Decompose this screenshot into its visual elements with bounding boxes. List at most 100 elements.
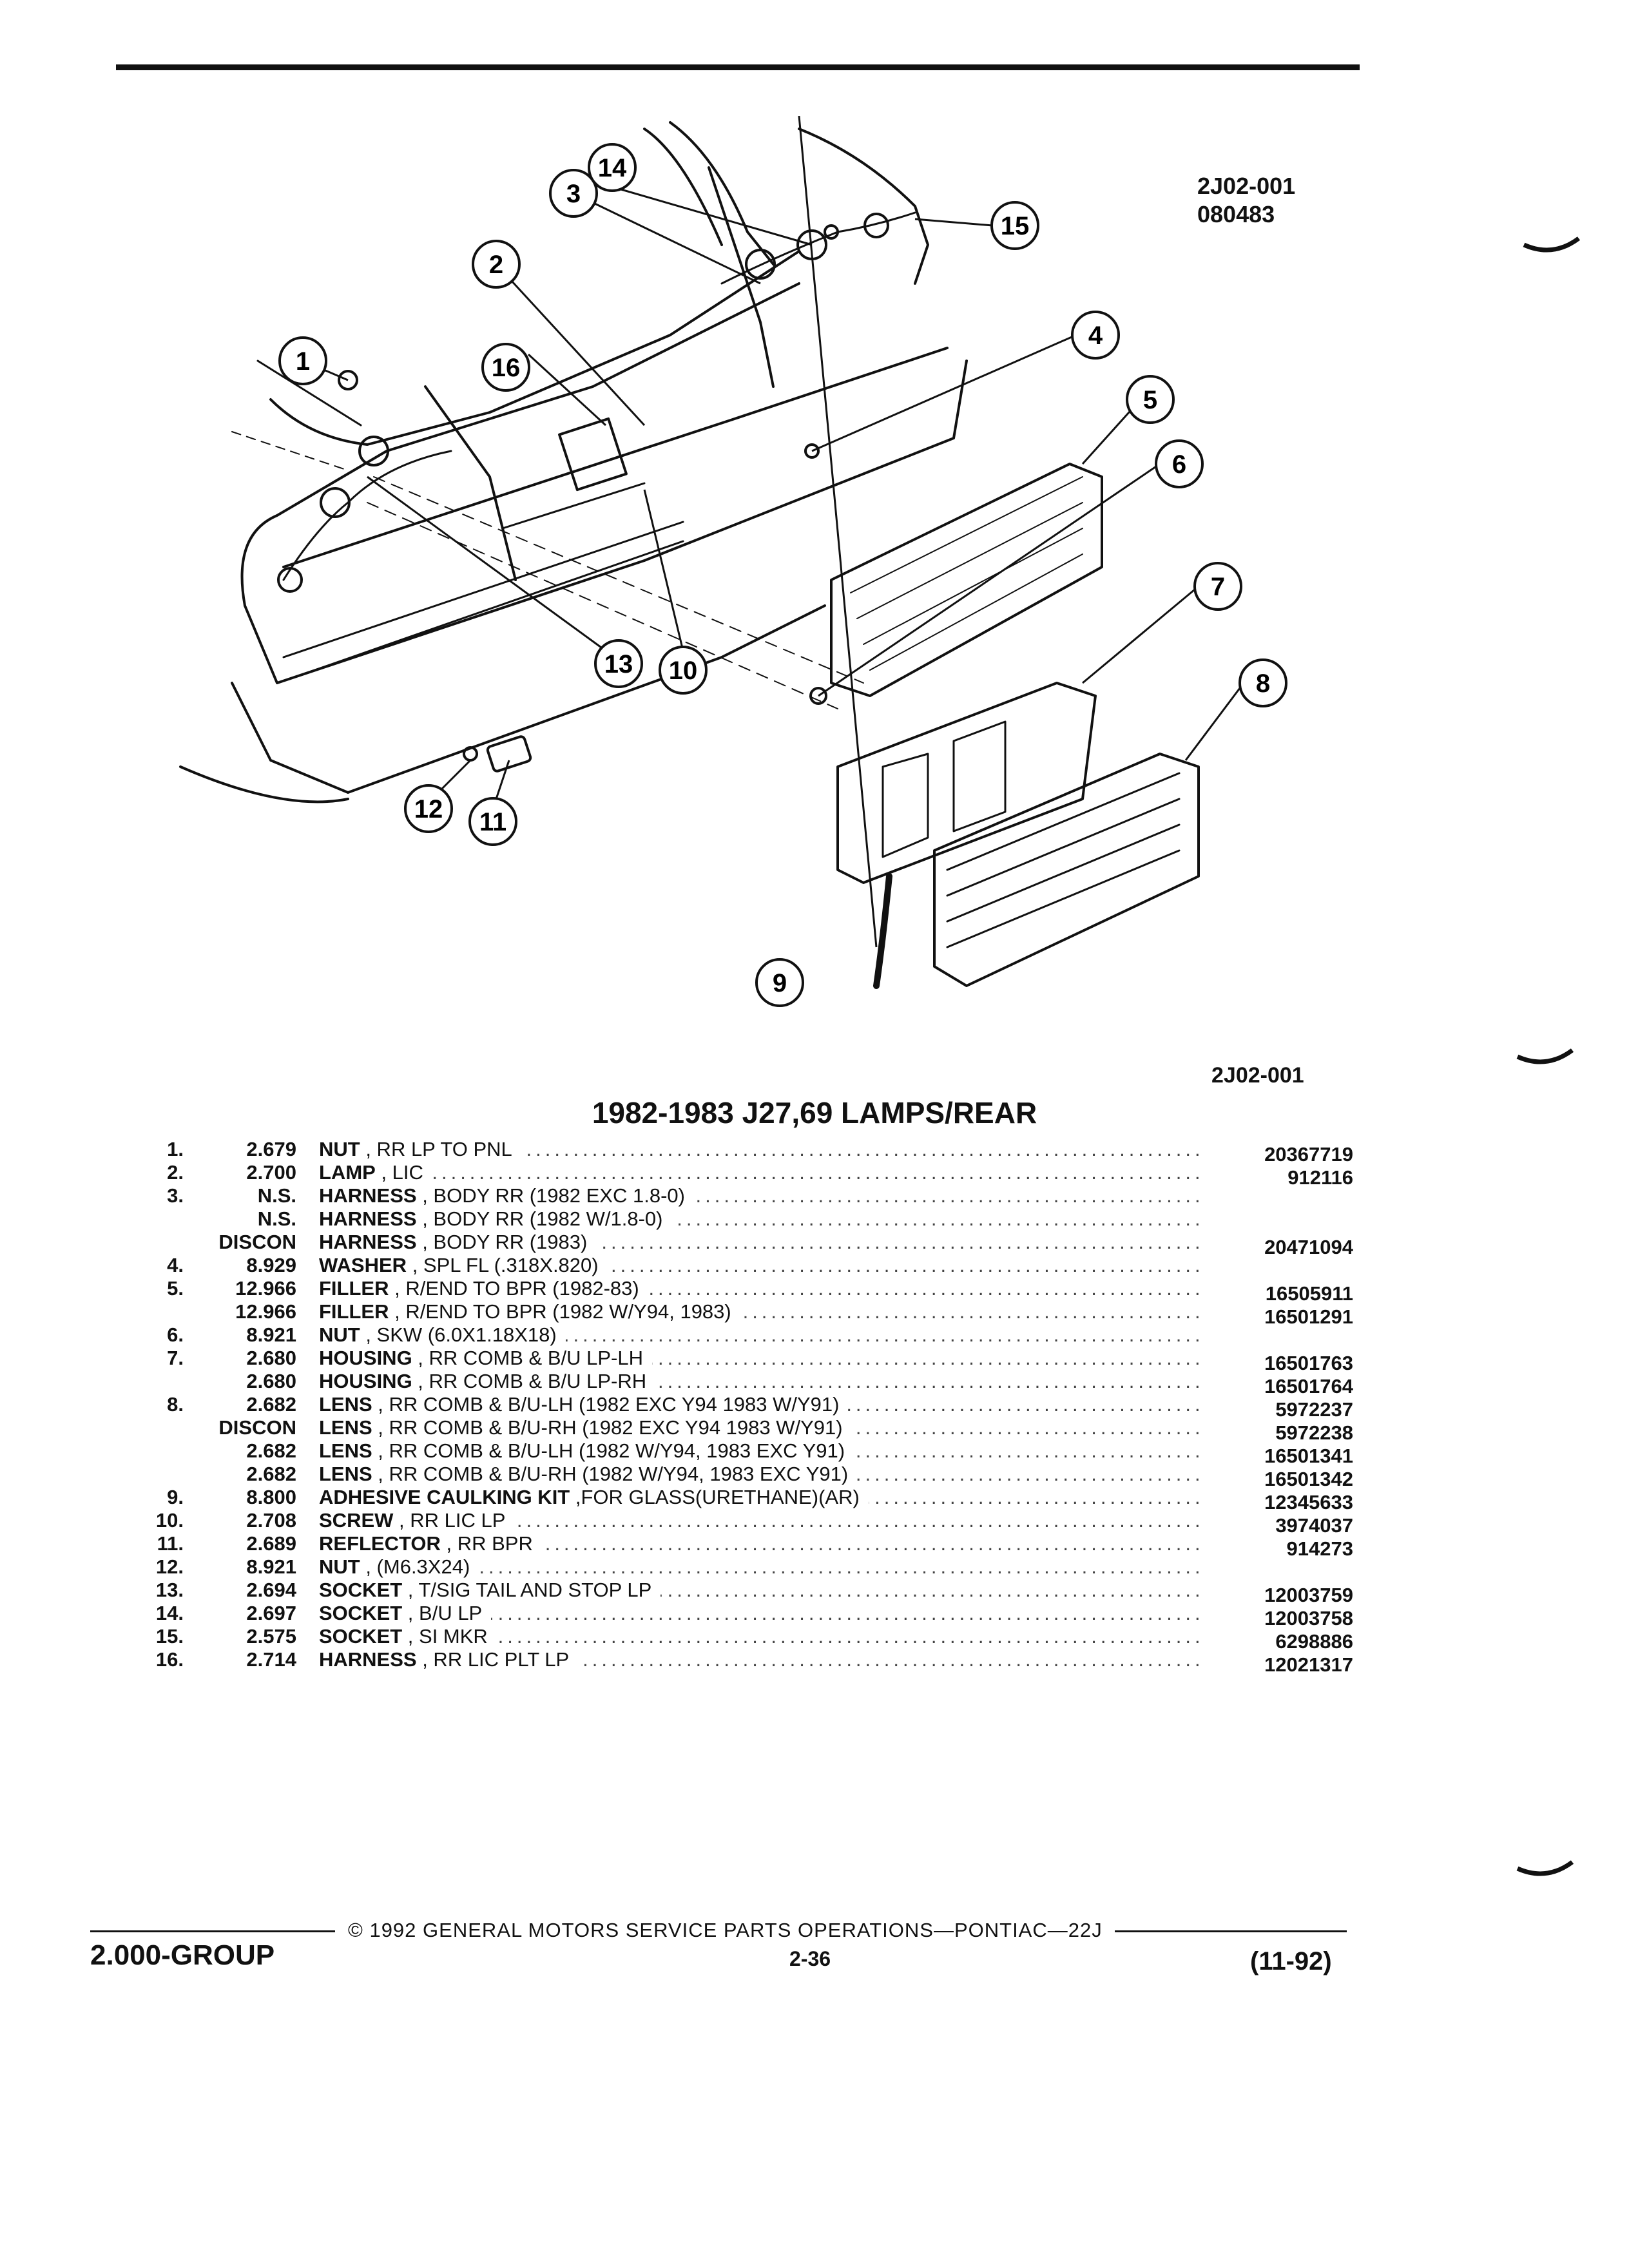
part-number: 12021317 bbox=[1264, 1653, 1353, 1676]
callout-14: 14 bbox=[588, 143, 637, 192]
item-name: SOCKET bbox=[319, 1579, 403, 1601]
parts-row: N.S.....................................… bbox=[129, 1207, 1353, 1231]
item-detail: , BODY RR (1982 EXC 1.8-0) bbox=[416, 1184, 685, 1207]
parts-row: 10.2.708................................… bbox=[129, 1509, 1353, 1537]
wiring-harness-right bbox=[720, 211, 916, 285]
item-description: SOCKET , SI MKR bbox=[319, 1625, 497, 1648]
parts-row: 2.682...................................… bbox=[129, 1463, 1353, 1490]
group-number: 2.575 bbox=[246, 1625, 296, 1648]
deck-line bbox=[256, 360, 362, 427]
item-description: LENS , RR COMB & B/U-RH (1982 EXC Y94 19… bbox=[319, 1416, 852, 1439]
part-number: 20471094 bbox=[1264, 1236, 1353, 1258]
item-index: 12. bbox=[155, 1555, 184, 1578]
parts-row: 8.2.682.................................… bbox=[129, 1393, 1353, 1421]
item-description: HOUSING , RR COMB & B/U LP-RH bbox=[319, 1370, 656, 1393]
item-index: 10. bbox=[155, 1509, 184, 1532]
item-detail: , RR LP TO PNL bbox=[360, 1138, 512, 1160]
parts-row: 16.2.714................................… bbox=[129, 1648, 1353, 1676]
group-number: N.S. bbox=[257, 1184, 296, 1207]
deck-panel-left bbox=[240, 282, 800, 607]
socket-left-1 bbox=[277, 567, 303, 593]
callouts: 1 2 3 4 5 6 7 8 9 10 11 12 13 14 15 16 bbox=[278, 143, 1287, 1007]
group-number: 2.682 bbox=[246, 1439, 296, 1462]
callout-9: 9 bbox=[755, 958, 804, 1007]
callout-13: 13 bbox=[594, 639, 643, 688]
bumper-strip-1 bbox=[282, 521, 684, 658]
assembly-line-3 bbox=[231, 431, 349, 471]
item-description: SCREW , RR LIC LP bbox=[319, 1509, 515, 1532]
item-detail: , RR LIC PLT LP bbox=[416, 1648, 570, 1671]
item-detail: , RR COMB & B/U LP-LH bbox=[412, 1347, 643, 1369]
part-number: 6298886 bbox=[1275, 1630, 1353, 1653]
item-name: ADHESIVE CAULKING KIT bbox=[319, 1486, 570, 1508]
part-number: 16501342 bbox=[1264, 1468, 1353, 1490]
svg-text:4: 4 bbox=[1088, 322, 1103, 350]
part-number: 12003758 bbox=[1264, 1607, 1353, 1629]
part-number: 20367719 bbox=[1264, 1143, 1353, 1166]
callout-10: 10 bbox=[659, 646, 708, 695]
group-number: 2.682 bbox=[246, 1463, 296, 1485]
item-index: 7. bbox=[167, 1347, 184, 1369]
socket-15-part bbox=[824, 224, 839, 240]
margin-mark bbox=[1523, 236, 1581, 253]
group-number: 2.694 bbox=[246, 1579, 296, 1601]
item-detail: , RR COMB & B/U-LH (1982 EXC Y94 1983 W/… bbox=[372, 1393, 840, 1416]
group-number: 12.966 bbox=[235, 1300, 296, 1323]
callout-8: 8 bbox=[1239, 658, 1287, 707]
part-number: 914273 bbox=[1286, 1537, 1353, 1560]
parts-row: 2.2.700.................................… bbox=[129, 1161, 1353, 1189]
filler-ribs bbox=[850, 476, 1083, 671]
parts-row: 12.8.921................................… bbox=[129, 1555, 1353, 1579]
item-detail: , (M6.3X24) bbox=[360, 1555, 470, 1578]
item-description: NUT , (M6.3X24) bbox=[319, 1555, 479, 1579]
parts-row: DISCON..................................… bbox=[129, 1231, 1353, 1258]
item-detail: , RR LIC LP bbox=[393, 1509, 506, 1532]
wiring-harness-left bbox=[282, 450, 452, 581]
item-index: 15. bbox=[155, 1625, 184, 1648]
item-index: 8. bbox=[167, 1393, 184, 1416]
window-edge-1 bbox=[643, 128, 723, 246]
license-lamp bbox=[558, 417, 628, 492]
socket-left-3 bbox=[358, 436, 389, 466]
item-name: SOCKET bbox=[319, 1602, 403, 1624]
footer-rule-left bbox=[90, 1930, 335, 1932]
window-edge-2 bbox=[669, 121, 775, 265]
socket-right-1 bbox=[745, 249, 776, 280]
item-index: 16. bbox=[155, 1648, 184, 1671]
bumper-strip-2 bbox=[295, 540, 684, 678]
footer-rule-right bbox=[1115, 1930, 1347, 1932]
footer-group: 2.000-GROUP bbox=[90, 1939, 275, 1971]
svg-text:8: 8 bbox=[1256, 669, 1270, 698]
housing-chamber-2 bbox=[952, 720, 1007, 832]
callout-12: 12 bbox=[404, 784, 453, 833]
item-detail: , T/SIG TAIL AND STOP LP bbox=[402, 1579, 652, 1601]
svg-text:15: 15 bbox=[1001, 212, 1030, 240]
reflector-part bbox=[486, 735, 532, 773]
group-number: 2.689 bbox=[246, 1532, 296, 1555]
item-index: 3. bbox=[167, 1184, 184, 1207]
group-number: 2.680 bbox=[246, 1370, 296, 1392]
item-description: LAMP , LIC bbox=[319, 1161, 432, 1184]
item-detail: , RR COMB & B/U-LH (1982 W/Y94, 1983 EXC… bbox=[372, 1439, 845, 1462]
margin-mark bbox=[1516, 1048, 1574, 1064]
svg-text:16: 16 bbox=[492, 354, 521, 382]
item-name: HARNESS bbox=[319, 1207, 417, 1230]
license-bracket bbox=[501, 482, 646, 530]
svg-text:3: 3 bbox=[566, 180, 581, 208]
svg-text:13: 13 bbox=[604, 650, 633, 678]
item-detail: , SPL FL (.318X.820) bbox=[407, 1254, 599, 1276]
quarter-panel bbox=[798, 128, 929, 285]
item-name: LENS bbox=[319, 1463, 372, 1485]
item-description: HARNESS , BODY RR (1983) bbox=[319, 1231, 597, 1254]
item-description: HARNESS , RR LIC PLT LP bbox=[319, 1648, 579, 1671]
item-name: HARNESS bbox=[319, 1648, 417, 1671]
assembly-line-1 bbox=[373, 476, 864, 684]
footer-revision-date: (11-92) bbox=[1250, 1947, 1332, 1975]
footer-copyright: © 1992 GENERAL MOTORS SERVICE PARTS OPER… bbox=[348, 1919, 1103, 1941]
part-number: 12345633 bbox=[1264, 1491, 1353, 1514]
parts-row: 12.966..................................… bbox=[129, 1300, 1353, 1328]
assembly-line-2 bbox=[367, 502, 838, 709]
part-number: 16501291 bbox=[1264, 1305, 1353, 1328]
parts-list: 1.2.679.................................… bbox=[129, 1138, 1353, 1676]
group-number: 8.800 bbox=[246, 1486, 296, 1508]
